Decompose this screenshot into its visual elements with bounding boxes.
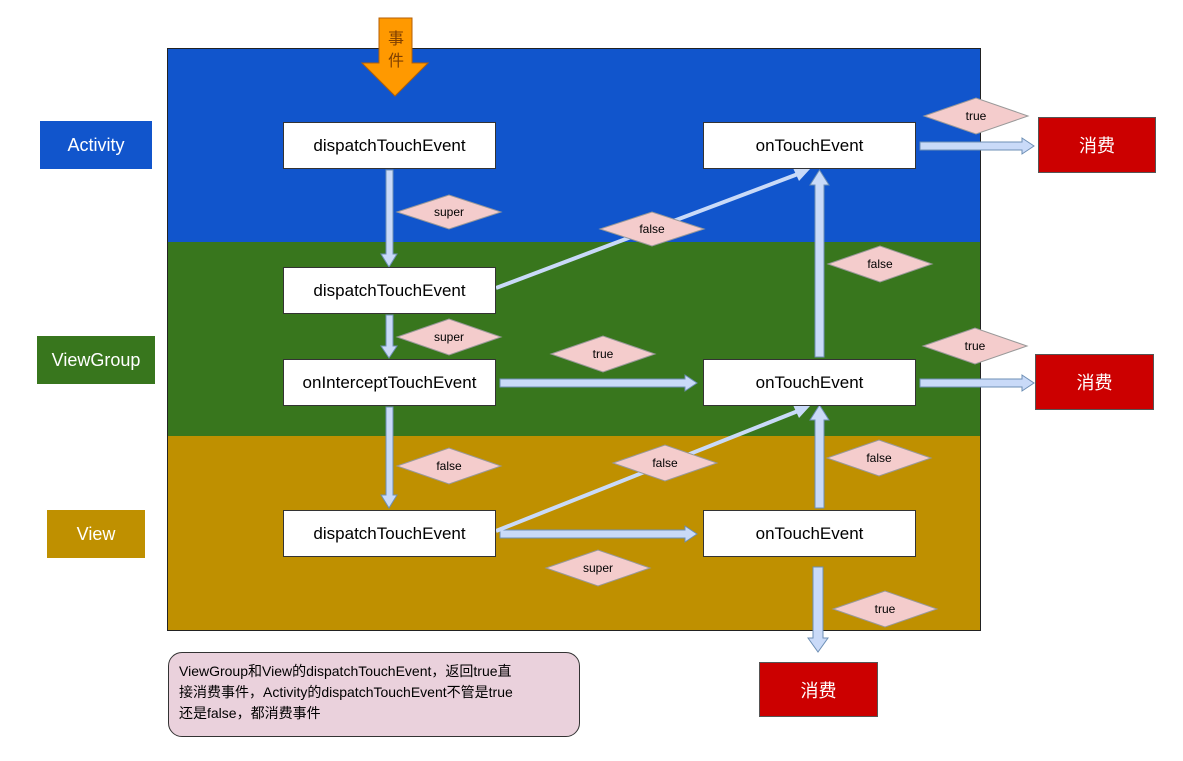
arrow-vg-consume xyxy=(919,374,1035,392)
diamond-vg-ontouch-consume xyxy=(921,327,1029,365)
label-activity-ontouch-consume: true xyxy=(966,109,987,123)
explanation-note: ViewGroup和View的dispatchTouchEvent，返回true… xyxy=(168,652,580,737)
note-line-2: 接消费事件，Activity的dispatchTouchEvent不管是true xyxy=(179,684,513,700)
viewgroup-on-intercept-touch-event: onInterceptTouchEvent xyxy=(283,359,496,406)
arrow-view-ontouch-consume xyxy=(807,566,829,653)
label-vg-dispatch-to-activity-ontouch: false xyxy=(639,222,665,236)
diamond-vg-dispatch-to-activity-ontouch xyxy=(598,211,706,247)
label-view-dispatch-to-ontouch: super xyxy=(583,561,613,575)
arrow-intercept-to-view xyxy=(380,406,398,509)
viewgroup-layer-label: ViewGroup xyxy=(37,336,155,384)
diamond-view-ontouch-consume xyxy=(831,590,939,628)
label-intercept-to-view: false xyxy=(436,459,462,473)
diamond-view-dispatch-to-ontouch xyxy=(544,549,652,587)
diamond-intercept-to-vg-ontouch xyxy=(549,335,657,373)
activity-dispatch-touch-event: dispatchTouchEvent xyxy=(283,122,496,169)
label-vg-dispatch-to-intercept: super xyxy=(434,330,464,344)
label-view-dispatch-to-vg-ontouch: false xyxy=(652,456,678,470)
label-intercept-to-vg-ontouch: true xyxy=(593,347,614,361)
note-line-3: 还是false，都消费事件 xyxy=(179,705,321,721)
viewgroup-dispatch-touch-event: dispatchTouchEvent xyxy=(283,267,496,314)
viewgroup-on-touch-event: onTouchEvent xyxy=(703,359,916,406)
event-label-char-2: 件 xyxy=(388,52,404,70)
activity-layer-label: Activity xyxy=(40,121,152,169)
diamond-vg-ontouch-to-activity xyxy=(826,245,934,283)
label-view-ontouch-consume: true xyxy=(875,602,896,616)
label-view-ontouch-to-vg: false xyxy=(866,451,892,465)
activity-consume-box: 消费 xyxy=(1038,117,1156,173)
diamond-view-dispatch-to-vg-ontouch xyxy=(611,444,719,482)
label-vg-ontouch-consume: true xyxy=(965,339,986,353)
arrow-vg-ontouch-to-activity xyxy=(809,169,830,358)
view-consume-box: 消费 xyxy=(759,662,878,717)
diamond-activity-to-viewgroup xyxy=(395,194,503,230)
arrow-view-ontouch-to-vg xyxy=(809,404,830,509)
diamond-activity-ontouch-consume xyxy=(922,97,1030,135)
note-line-1: ViewGroup和View的dispatchTouchEvent，返回true… xyxy=(179,663,512,679)
arrow-intercept-to-vg-ontouch xyxy=(499,374,698,392)
diamond-vg-dispatch-to-intercept xyxy=(395,318,503,356)
label-vg-ontouch-to-activity: false xyxy=(867,257,893,271)
arrow-vg-dispatch-to-intercept xyxy=(380,314,398,359)
diamond-intercept-to-view xyxy=(395,447,503,485)
event-label-char-1: 事 xyxy=(388,30,404,48)
event-arrow-icon xyxy=(360,17,430,97)
arrow-activity-to-viewgroup xyxy=(380,169,398,268)
view-on-touch-event: onTouchEvent xyxy=(703,510,916,557)
view-layer-label: View xyxy=(47,510,145,558)
arrow-activity-consume xyxy=(919,137,1035,155)
arrow-view-dispatch-to-ontouch xyxy=(499,525,698,543)
viewgroup-consume-box: 消费 xyxy=(1035,354,1154,410)
activity-on-touch-event: onTouchEvent xyxy=(703,122,916,169)
view-dispatch-touch-event: dispatchTouchEvent xyxy=(283,510,496,557)
label-activity-to-viewgroup: super xyxy=(434,205,464,219)
diamond-view-ontouch-to-vg xyxy=(825,439,933,477)
